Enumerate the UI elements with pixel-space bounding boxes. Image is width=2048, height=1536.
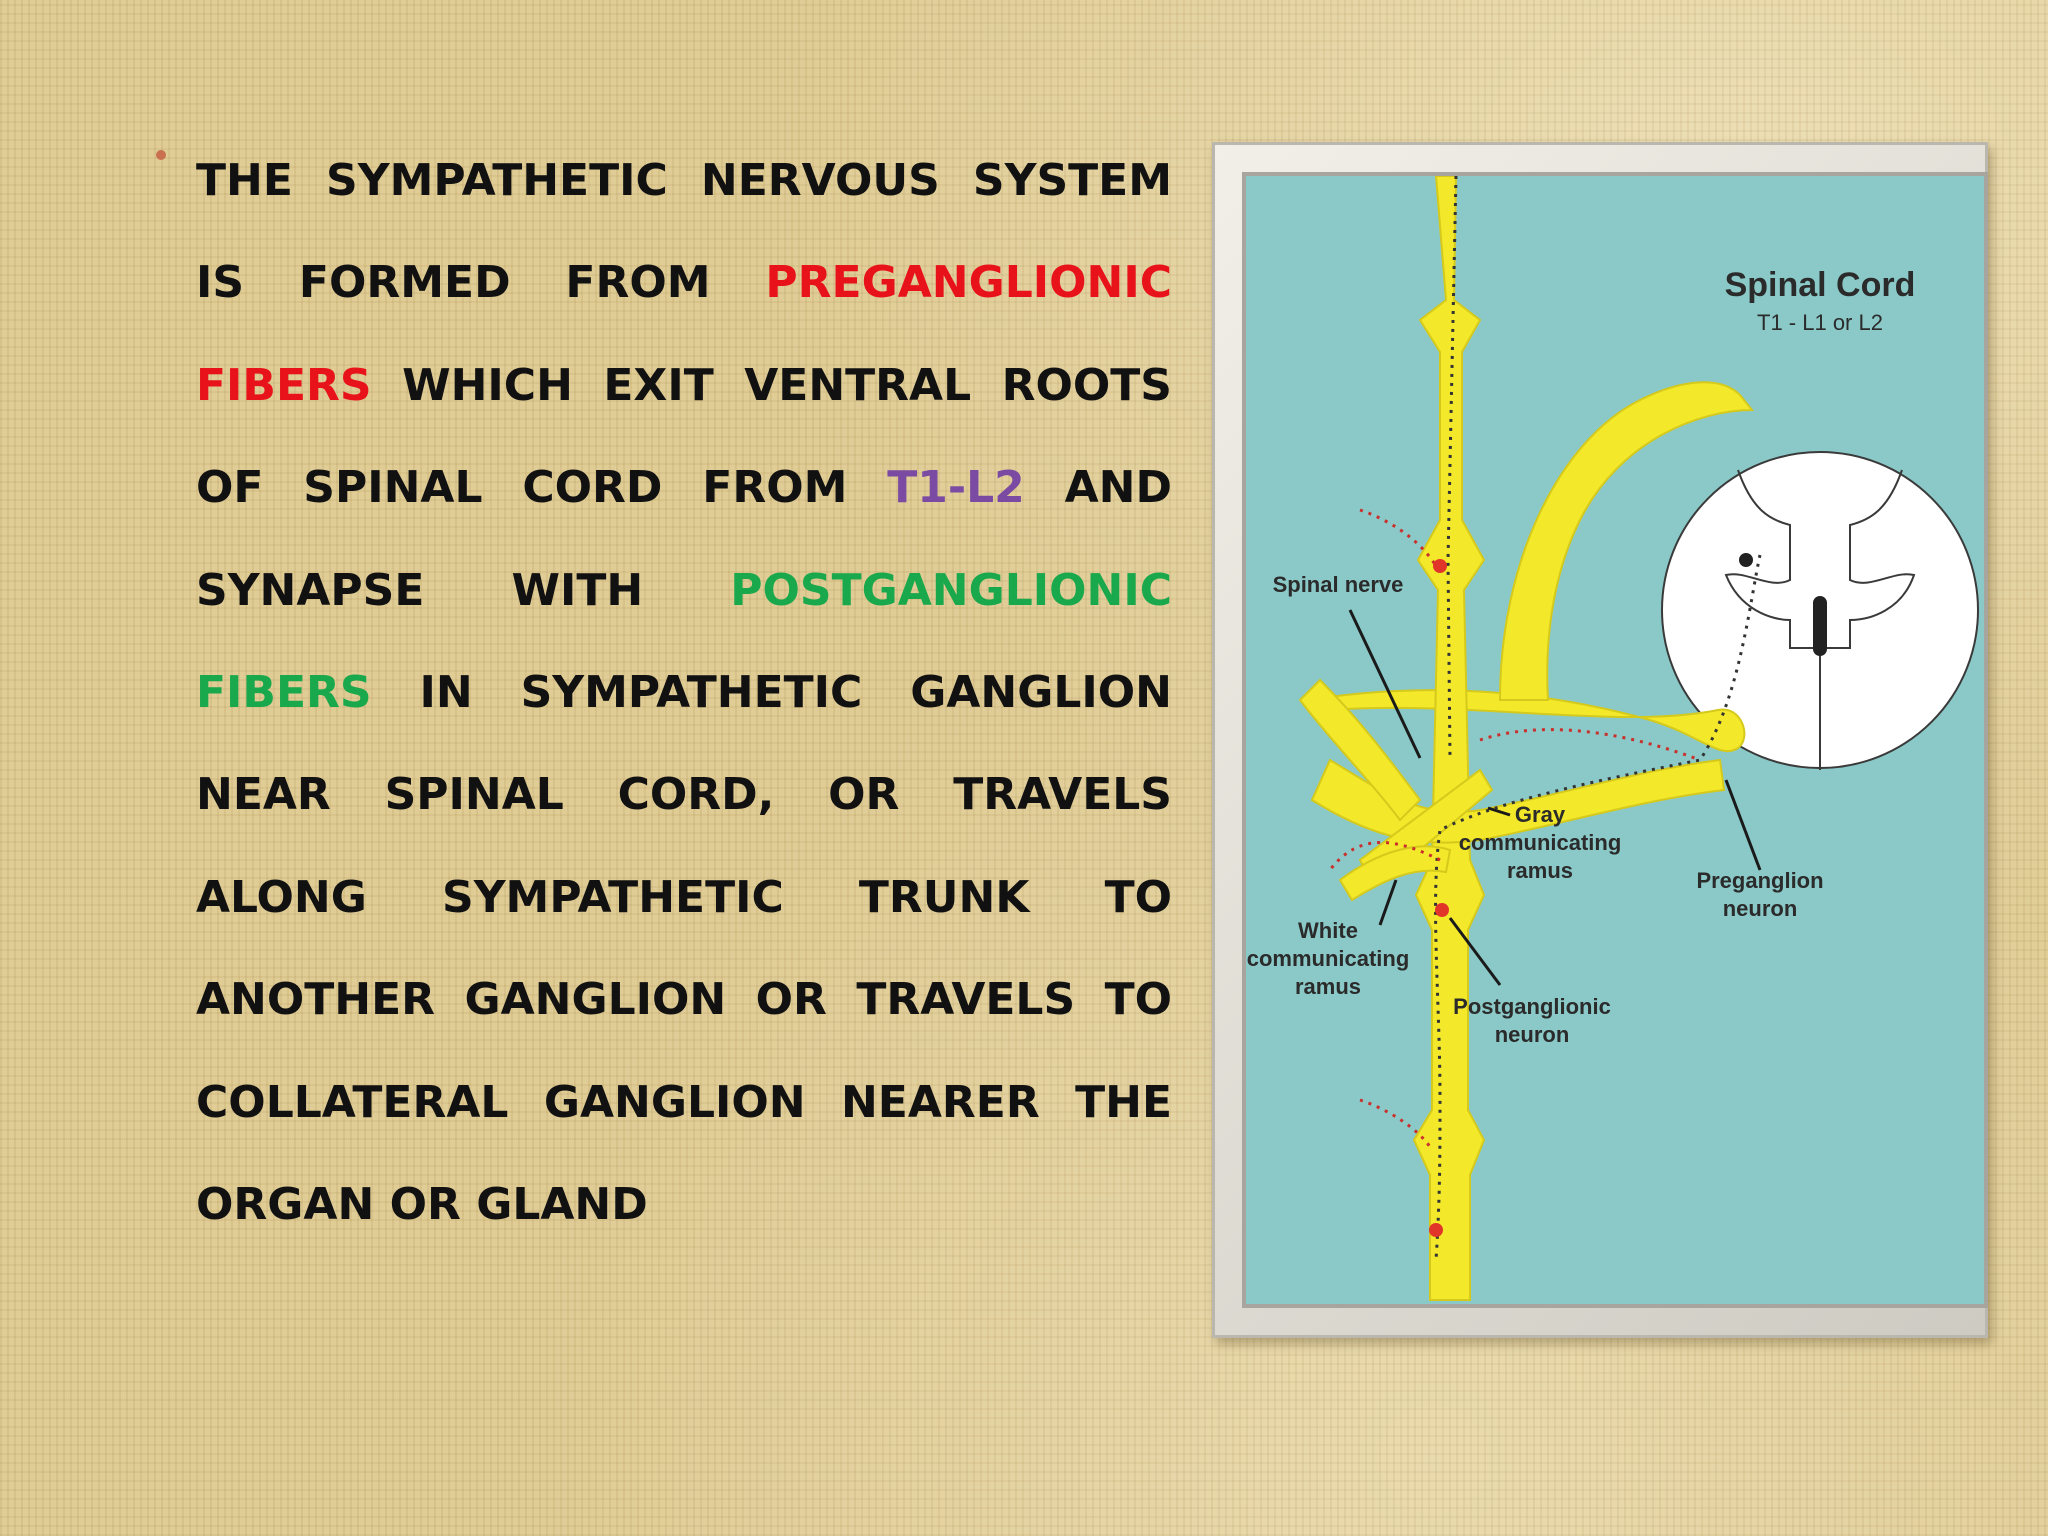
label-gray-ramus: ramus — [1507, 858, 1573, 883]
diagram-subtitle: T1 - L1 or L2 — [1757, 310, 1883, 335]
text-segment: AND SYNAPSE WITH — [196, 462, 1173, 616]
label-preganglion-neuron: Preganglion — [1696, 868, 1823, 893]
diagram-title: Spinal Cord — [1725, 266, 1916, 304]
label-spinal-nerve: Spinal nerve — [1273, 572, 1404, 597]
spinal-cord-section — [1661, 451, 1979, 770]
label-white-ramus: White — [1298, 918, 1358, 943]
bullet-dot — [156, 150, 166, 160]
text-segment: IN SYMPATHETIC GANGLION NEAR SPINAL CORD… — [196, 667, 1172, 1231]
label-postganglionic-neuron: Postganglionic — [1453, 994, 1611, 1019]
label-white-ramus: communicating — [1247, 946, 1410, 971]
postganglionic-term: POSTGANGLIONIC FIBERS — [196, 564, 1172, 719]
label-white-ramus: ramus — [1295, 974, 1361, 999]
label-gray-ramus: Gray — [1515, 802, 1566, 827]
body-paragraph: THE SYMPATHETIC NERVOUS SYSTEM IS FORMED… — [196, 130, 1172, 1256]
label-gray-ramus: communicating — [1459, 830, 1622, 855]
t1-l2-term: T1-L2 — [887, 462, 1025, 514]
text-segment: WHICH EXIT VENTRAL ROOTS OF SPINAL CORD … — [196, 359, 1172, 514]
label-preganglion-neuron: neuron — [1723, 896, 1798, 921]
preganglionic-term: PREGANGLIONIC FIBERS — [196, 257, 1172, 411]
text-segment: THE SYMPATHETIC NERVOUS SYSTEM IS FORMED… — [196, 155, 1172, 309]
label-postganglionic-neuron: neuron — [1495, 1022, 1570, 1047]
